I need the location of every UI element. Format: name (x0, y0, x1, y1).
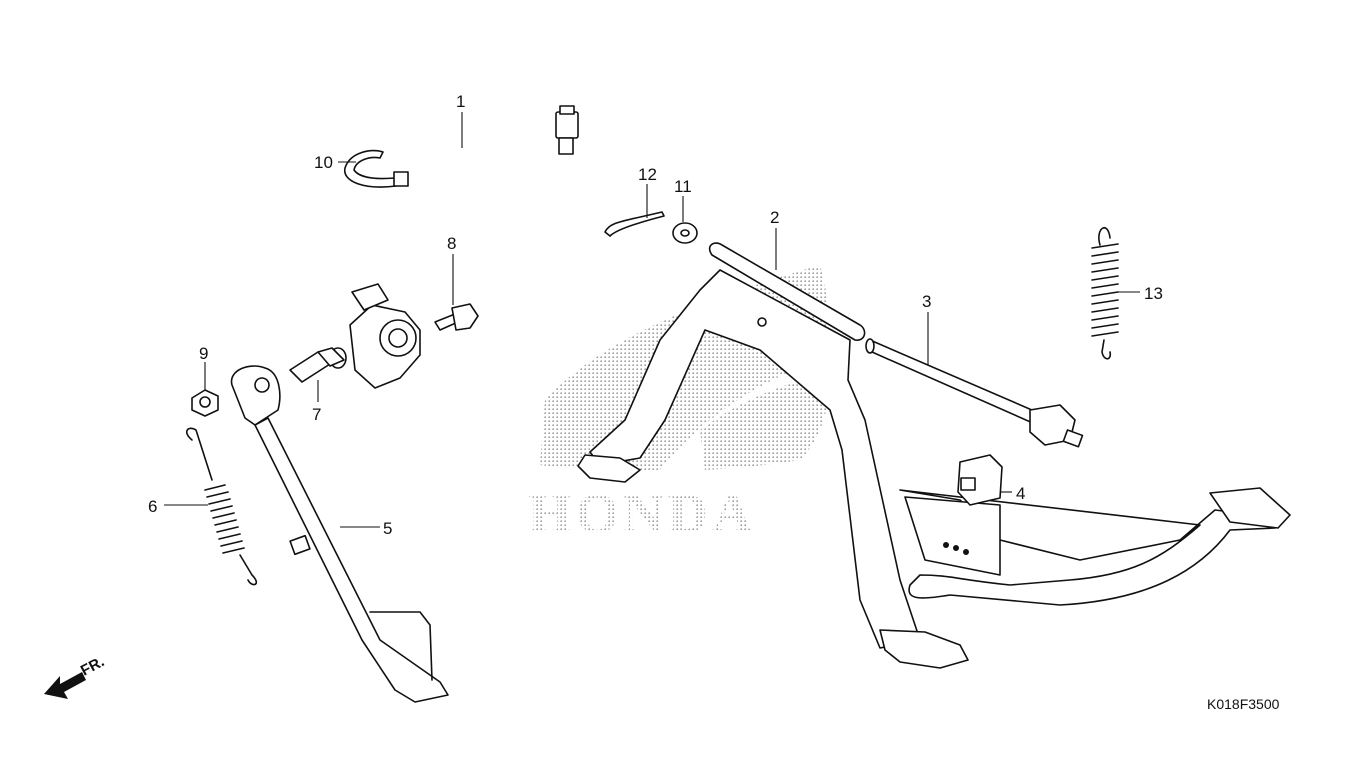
part-1-switch-harness (318, 105, 579, 389)
part-6-side-stand-spring (185, 427, 257, 586)
part-12-cotter-pin (604, 211, 665, 237)
callout-1: 1 (456, 92, 465, 111)
callout-4: 4 (1016, 484, 1025, 503)
callout-6: 6 (148, 497, 157, 516)
part-4-stopper-rubber (957, 454, 1003, 506)
honda-watermark-text: HONDA (528, 483, 756, 545)
callout-8: 8 (447, 234, 456, 253)
part-9-nut (191, 389, 219, 417)
part-5-side-stand (230, 365, 449, 703)
callout-labels: 1 2 3 4 5 6 7 8 9 10 11 12 13 (148, 92, 1163, 538)
callout-3: 3 (922, 292, 931, 311)
callout-10: 10 (314, 153, 333, 172)
part-2-main-stand (577, 242, 1291, 669)
callout-11: 11 (674, 177, 692, 196)
callout-13: 13 (1144, 284, 1163, 303)
figure-code: K018F3500 (1207, 696, 1280, 712)
part-3-pivot-bolt (865, 338, 1084, 448)
callout-7: 7 (312, 405, 321, 424)
leader-lines (164, 112, 1140, 528)
callout-12: 12 (638, 165, 657, 184)
callout-5: 5 (383, 519, 392, 538)
callout-2: 2 (770, 208, 779, 227)
part-7-pivot-collar (289, 347, 347, 383)
part-11-washer (672, 222, 698, 244)
part-8-bolt (434, 303, 479, 331)
callout-9: 9 (199, 344, 208, 363)
front-direction-marker: FR. (44, 653, 107, 699)
arrow-left-icon (44, 672, 86, 699)
part-13-main-stand-spring (1091, 227, 1119, 360)
part-10-band-clamp (344, 149, 409, 188)
